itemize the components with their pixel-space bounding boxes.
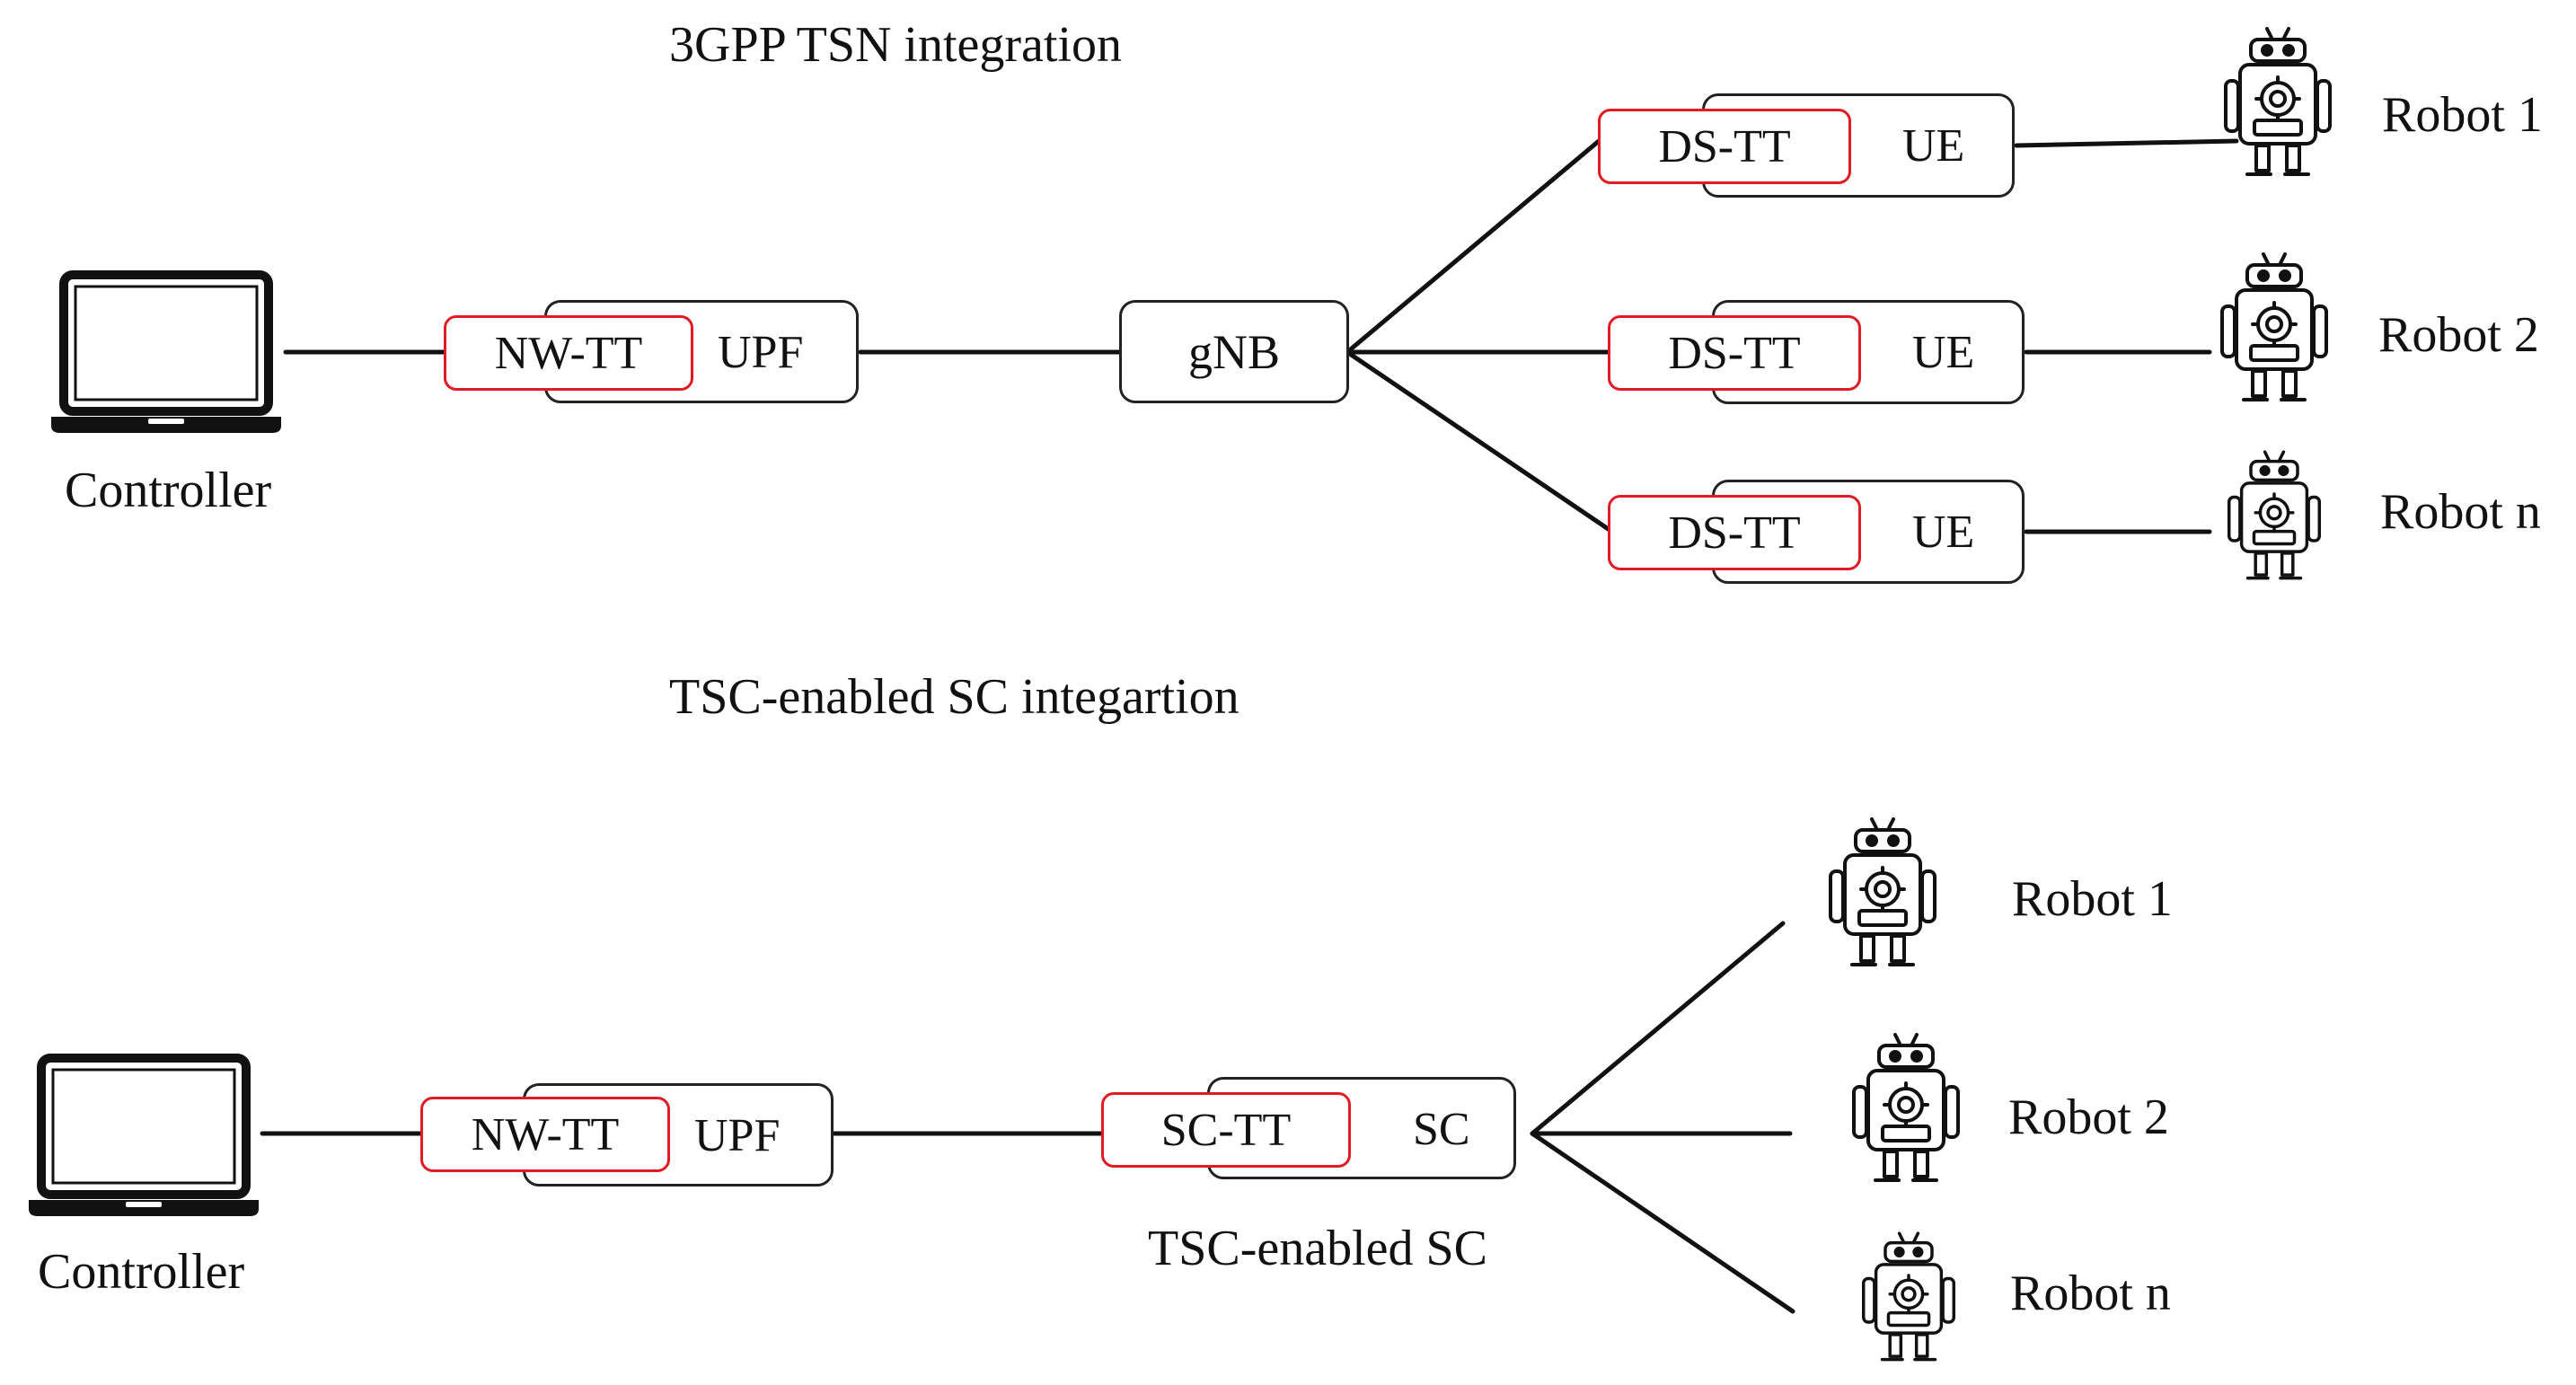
controller-label-bottom: Controller bbox=[38, 1244, 245, 1300]
sctt-label: SC-TT bbox=[1160, 1104, 1292, 1156]
link-sc-robot3 bbox=[1530, 1131, 1795, 1314]
link-gnb-ue1 bbox=[1345, 138, 1601, 355]
robot-icon bbox=[1852, 1033, 1960, 1182]
sc-label: SC bbox=[1413, 1104, 1470, 1155]
ue-label-2: UE bbox=[1912, 327, 1975, 378]
laptop-icon bbox=[51, 270, 281, 433]
robot-icon bbox=[1862, 1231, 1955, 1362]
dstt-label-1: DS-TT bbox=[1658, 120, 1791, 172]
ue-label-1: UE bbox=[1902, 120, 1965, 172]
nwtt-translator-top: NW-TT bbox=[444, 315, 693, 391]
dstt-label-2: DS-TT bbox=[1668, 327, 1801, 379]
upf-label-bottom: UPF bbox=[694, 1110, 781, 1161]
nwtt-label: NW-TT bbox=[494, 327, 643, 379]
robot-icon bbox=[2220, 252, 2328, 401]
nwtt-label-bottom: NW-TT bbox=[471, 1108, 620, 1160]
robot-label-top-1: Robot 1 bbox=[2382, 87, 2543, 143]
link-sc-robot1 bbox=[1530, 921, 1786, 1136]
robot-icon bbox=[1829, 817, 1936, 966]
robot-label-top-2: Robot 2 bbox=[2378, 307, 2539, 363]
ue-label-3: UE bbox=[1912, 507, 1975, 558]
upf-label: UPF bbox=[718, 327, 804, 378]
robot-icon bbox=[2228, 450, 2321, 580]
controller-label-top: Controller bbox=[65, 463, 272, 518]
top-heading: 3GPP TSN integration bbox=[669, 17, 1123, 73]
dstt-label-3: DS-TT bbox=[1668, 507, 1801, 559]
dstt-translator-3: DS-TT bbox=[1608, 495, 1861, 570]
bottom-heading: TSC-enabled SC integartion bbox=[669, 669, 1239, 725]
link-gnb-ue3 bbox=[1345, 349, 1612, 533]
nwtt-translator-bottom: NW-TT bbox=[420, 1097, 670, 1172]
robot-icon bbox=[2224, 27, 2332, 176]
robot-label-bottom-2: Robot 2 bbox=[2008, 1089, 2169, 1145]
sc-caption: TSC-enabled SC bbox=[1148, 1221, 1487, 1276]
gnb-node: gNB bbox=[1119, 300, 1349, 403]
sctt-translator: SC-TT bbox=[1101, 1092, 1351, 1168]
dstt-translator-2: DS-TT bbox=[1608, 315, 1861, 391]
robot-label-top-3: Robot n bbox=[2380, 484, 2541, 540]
link-ue1-robot1 bbox=[2014, 138, 2239, 148]
robot-label-bottom-1: Robot 1 bbox=[2012, 871, 2173, 927]
dstt-translator-1: DS-TT bbox=[1598, 109, 1851, 184]
gnb-label: gNB bbox=[1187, 324, 1280, 379]
laptop-icon bbox=[29, 1054, 259, 1216]
robot-label-bottom-3: Robot n bbox=[2010, 1266, 2171, 1321]
